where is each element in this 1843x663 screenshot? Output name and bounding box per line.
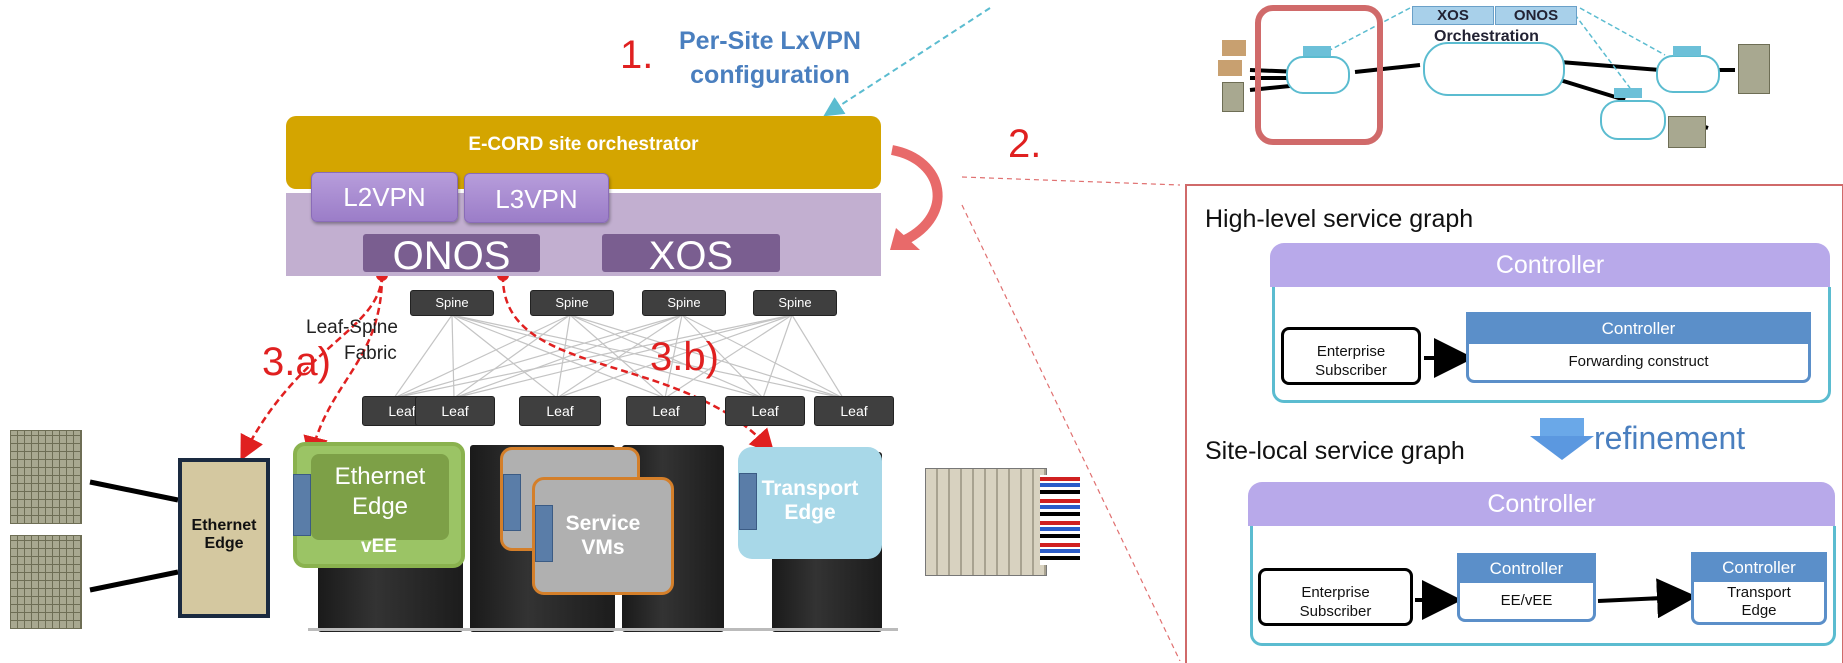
high-enterprise-subscriber[interactable]: Enterprise Subscriber	[1281, 327, 1421, 385]
step-2-number: 2.	[1008, 122, 1042, 166]
step-1-line2: configuration	[690, 61, 850, 89]
tower-building-icon	[1738, 44, 1770, 94]
vee-box[interactable]: Ethernet Edge vEE	[293, 442, 465, 568]
spine-switch-1[interactable]: Spine	[410, 290, 494, 316]
vee-line2: Edge	[351, 493, 409, 520]
step-1-text: Per-Site LxVPN configuration	[670, 24, 870, 92]
spine-switch-3[interactable]: Spine	[642, 290, 726, 316]
optical-equipment-image	[925, 468, 1047, 576]
leaf-switch-6[interactable]: Leaf	[814, 396, 894, 426]
high-enterprise-line2: Subscriber	[1315, 362, 1387, 379]
site-cloud-2	[1656, 55, 1720, 93]
leaf-switch-3[interactable]: Leaf	[519, 396, 601, 426]
zoom-line-bottom	[961, 204, 1181, 661]
service-vms[interactable]: Service VMs	[532, 477, 674, 595]
curved-arrow-head	[890, 228, 920, 250]
leaf-switch-4[interactable]: Leaf	[626, 396, 706, 426]
site-enterprise-line1: Enterprise	[1301, 584, 1370, 601]
vee-tag: vEE	[361, 536, 397, 557]
arrow-3a-vee	[303, 274, 384, 462]
service-vm-port-2	[535, 505, 553, 562]
step-3a-label: 3.a)	[262, 340, 331, 384]
refinement-arrow-icon	[1530, 436, 1594, 460]
high-inner-controller-header[interactable]: Controller	[1466, 312, 1811, 344]
ee-controller-header[interactable]: Controller	[1457, 553, 1596, 583]
top-right-dashes	[1329, 7, 1666, 89]
leaf-switch-5[interactable]: Leaf	[725, 396, 805, 426]
site-highlight-box	[1255, 5, 1383, 145]
building-link-1	[89, 479, 179, 503]
te-controller-header[interactable]: Controller	[1691, 552, 1827, 582]
leaf-switch-2[interactable]: Leaf	[415, 396, 495, 426]
te-line2: Edge	[1741, 602, 1777, 619]
fabric-label: Leaf-Spine Fabric	[306, 315, 398, 367]
site-enterprise-subscriber[interactable]: Enterprise Subscriber	[1258, 568, 1413, 626]
service-vm-port-1	[503, 474, 521, 531]
ee-vee-box[interactable]: EE/vEE	[1457, 583, 1596, 622]
site-cloud-1-server	[1303, 46, 1331, 56]
vee-inner: Ethernet Edge	[311, 454, 449, 540]
fabric-label-line2: Fabric	[344, 343, 397, 364]
transport-edge-box[interactable]: Transport Edge	[1691, 582, 1827, 625]
transport-edge-line2: Edge	[784, 501, 836, 524]
transport-edge[interactable]: Transport Edge	[738, 447, 882, 559]
ethernet-edge-line1: Ethernet	[191, 517, 257, 534]
xos-controller[interactable]: XOS	[602, 234, 780, 278]
high-enterprise-line1: Enterprise	[1316, 343, 1386, 360]
refinement-label: refinement	[1594, 420, 1746, 456]
site-local-controller-header[interactable]: Controller	[1248, 482, 1835, 526]
config-dashed-arrow	[823, 7, 991, 117]
site-cloud-2-server	[1673, 46, 1701, 56]
fiber-cables-icon	[1040, 475, 1080, 565]
step-1-number: 1.	[620, 33, 654, 77]
floor-line	[308, 628, 898, 631]
house-icon-1	[1222, 40, 1246, 56]
site-local-title: Site-local service graph	[1205, 437, 1465, 465]
orchestration-cloud	[1423, 42, 1565, 96]
building-icon-1	[10, 430, 82, 524]
house-icon-2	[1218, 60, 1242, 76]
building-icon-2	[10, 535, 82, 629]
zoom-line-top	[961, 176, 1181, 186]
refinement-arrow-body	[1540, 418, 1584, 438]
service-vms-line2: VMs	[581, 536, 625, 559]
te-line1: Transport	[1727, 584, 1791, 601]
l2vpn-app[interactable]: L2VPN	[311, 172, 458, 222]
high-level-controller-header[interactable]: Controller	[1270, 243, 1830, 287]
step-1-line1: Per-Site LxVPN	[678, 27, 861, 55]
fabric-mesh	[393, 314, 844, 399]
step-3b-label: 3.b)	[650, 335, 719, 379]
right-building-icon	[1668, 116, 1706, 148]
forwarding-construct-box[interactable]: Forwarding construct	[1466, 344, 1811, 383]
top-onos-box: ONOS	[1495, 6, 1577, 25]
transport-edge-port	[739, 473, 757, 530]
service-vms-line1: Service	[565, 512, 641, 535]
building-link-2	[89, 569, 179, 593]
spine-switch-2[interactable]: Spine	[530, 290, 614, 316]
ethernet-edge-device[interactable]: Ethernet Edge	[178, 458, 270, 618]
transport-edge-line1: Transport	[761, 477, 859, 500]
small-building-icon	[1222, 82, 1244, 112]
site-cloud-3-server	[1614, 88, 1642, 98]
vee-line1: Ethernet	[334, 463, 426, 490]
ethernet-edge-line2: Edge	[204, 535, 244, 552]
spine-switch-4[interactable]: Spine	[753, 290, 837, 316]
high-level-title: High-level service graph	[1205, 205, 1474, 233]
site-cloud-1	[1286, 56, 1350, 94]
site-cloud-3	[1600, 100, 1666, 140]
site-enterprise-line2: Subscriber	[1299, 603, 1372, 620]
onos-controller[interactable]: ONOS	[363, 234, 540, 278]
vee-port	[293, 474, 311, 536]
fabric-label-line1: Leaf-Spine	[306, 317, 398, 338]
top-orchestration-label: Orchestration	[1434, 28, 1539, 45]
top-xos-box: XOS	[1412, 6, 1494, 25]
l3vpn-app[interactable]: L3VPN	[464, 173, 609, 223]
curved-arrow	[890, 145, 943, 245]
